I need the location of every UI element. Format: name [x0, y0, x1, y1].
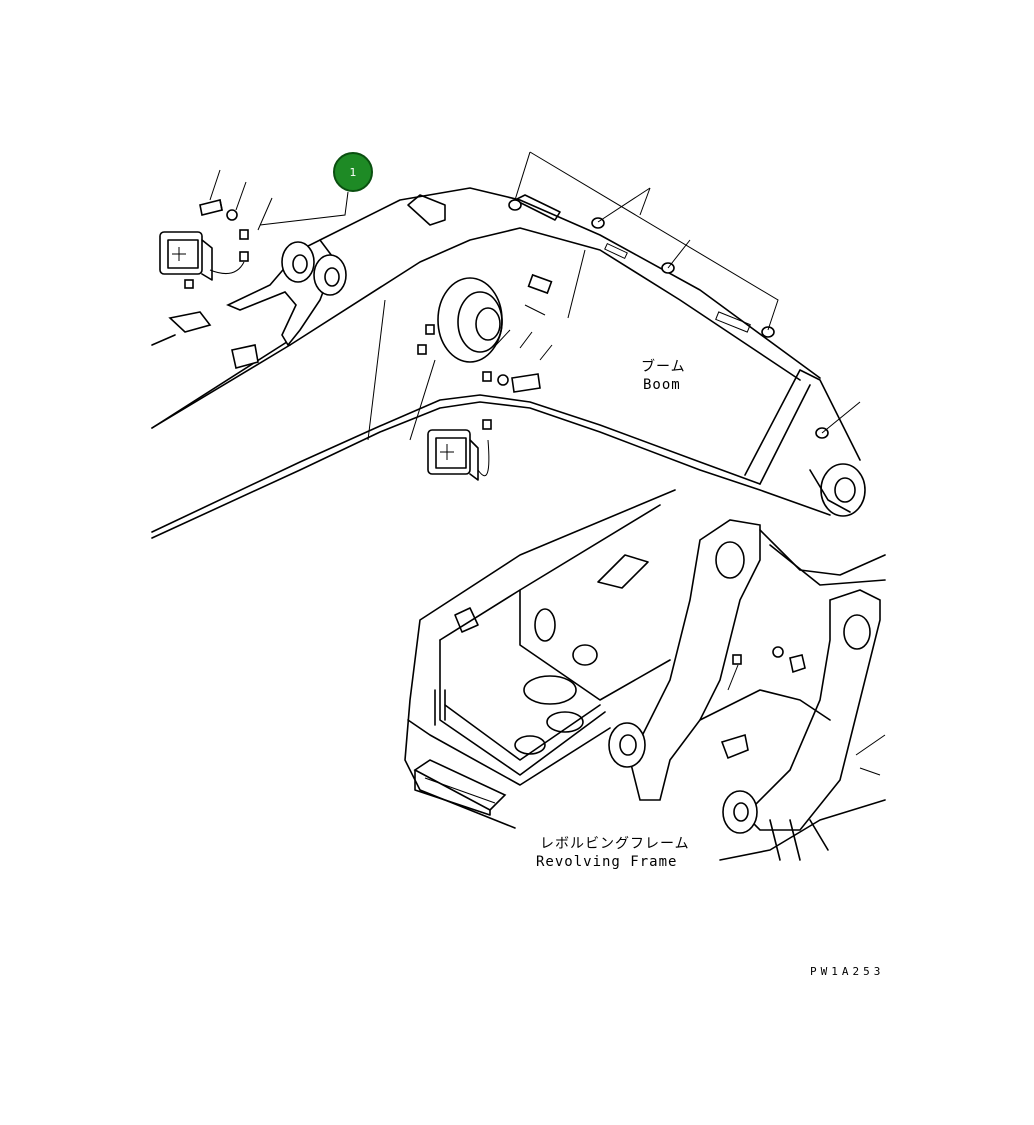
boom: [151, 187, 866, 539]
leader-lines: [209, 151, 861, 441]
revolving-frame: [404, 489, 886, 861]
drawing-code: PW1A253: [810, 965, 885, 978]
boom-label-en: Boom: [643, 377, 681, 393]
boom-label-jp: ブーム: [641, 359, 686, 375]
callout-marker-1[interactable]: 1: [333, 152, 373, 192]
upper-work-lamp: [151, 199, 259, 369]
lower-work-lamp: [417, 324, 541, 481]
revolving-frame-label-en: Revolving Frame: [536, 854, 678, 870]
revolving-frame-label-jp: レボルビングフレーム: [540, 836, 690, 852]
